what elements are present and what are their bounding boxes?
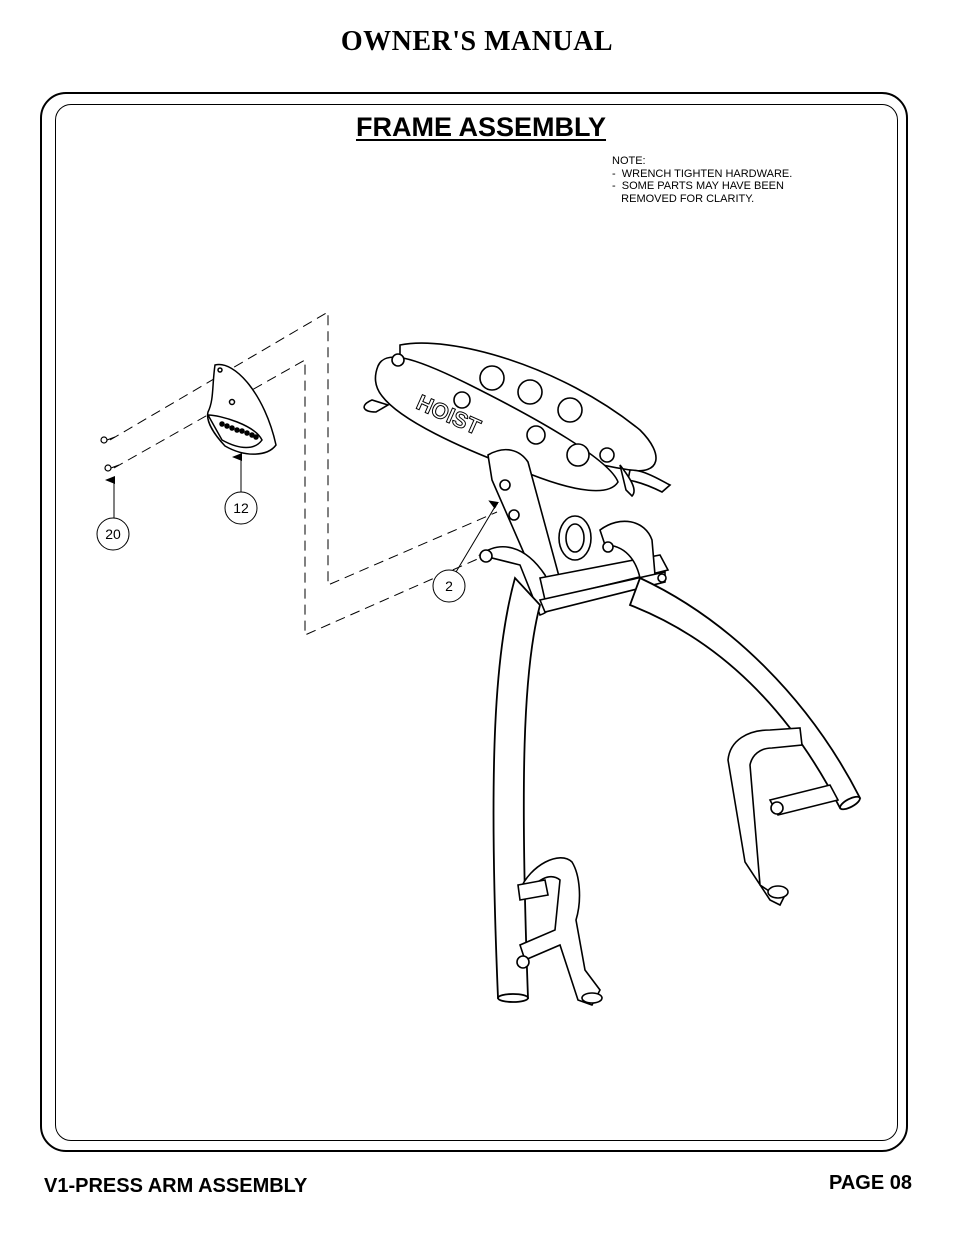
- dashed-guide-lines: [109, 311, 499, 636]
- right-handle: [727, 727, 840, 907]
- footer-page-number: PAGE 08: [829, 1172, 912, 1194]
- section-title: FRAME ASSEMBLY: [355, 112, 607, 142]
- note-line: REMOVED FOR CLARITY.: [612, 192, 755, 205]
- left-frame-tube: [492, 576, 541, 1003]
- callout-label-2: 2: [445, 578, 453, 594]
- callout-label-12: 12: [233, 500, 249, 516]
- shroud-plate-part-12: [206, 363, 277, 455]
- inner-border: [55, 104, 898, 1141]
- callout-20: 20: [96, 517, 130, 551]
- callout-2: 2: [432, 569, 466, 603]
- note-line: NOTE:: [612, 155, 646, 167]
- note-line: - WRENCH TIGHTEN HARDWARE.: [612, 167, 793, 180]
- outer-border: [40, 92, 908, 1152]
- left-handle: [516, 857, 603, 1006]
- note-line: - SOME PARTS MAY HAVE BEEN: [612, 180, 784, 192]
- assembly-note: NOTE: - WRENCH TIGHTEN HARDWARE. - SOME …: [612, 155, 792, 205]
- frame-crossbar: [478, 520, 670, 616]
- pivot-plate: [487, 448, 592, 595]
- page-header-title: OWNER'S MANUAL: [340, 26, 614, 57]
- right-frame-tube: [628, 576, 862, 811]
- footer-assembly-name: V1-PRESS ARM ASSEMBLY: [44, 1175, 308, 1197]
- callout-label-20: 20: [105, 526, 121, 542]
- weight-head-assembly: HOIST: [363, 342, 672, 498]
- screw-part-20: [100, 436, 120, 472]
- callout-12: 12: [224, 491, 258, 525]
- leader-arrows: [105, 453, 499, 573]
